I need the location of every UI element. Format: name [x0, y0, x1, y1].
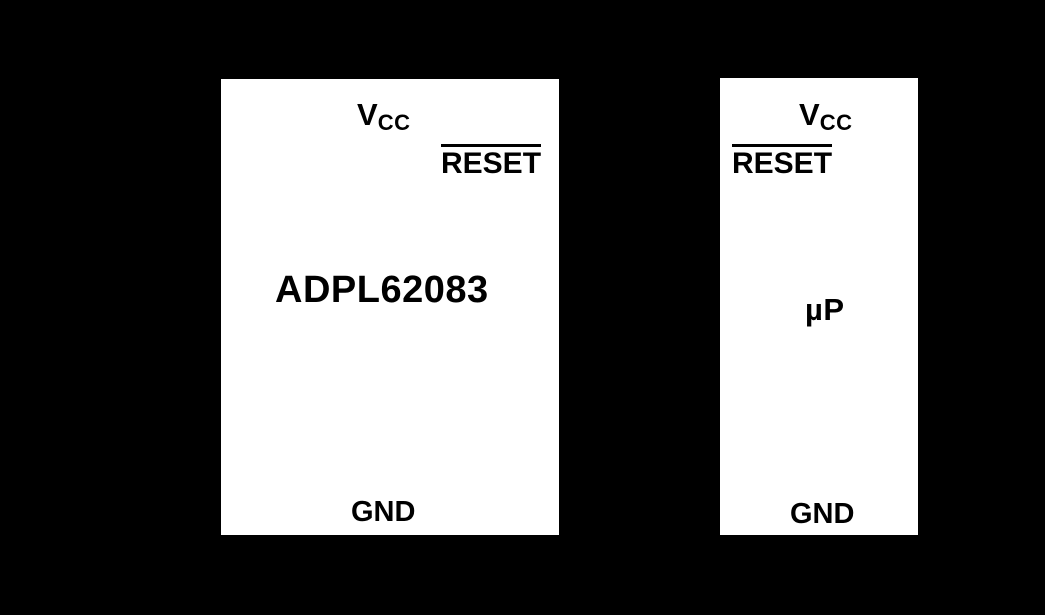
- overline-bar-icon: [441, 144, 542, 147]
- device-block-adpl62083: VCC RESET ADPL62083 GND: [221, 79, 559, 535]
- vcc-base-text: V: [357, 97, 378, 132]
- pin-label-gnd-adpl62083: GND: [351, 496, 416, 528]
- pin-label-reset-adpl62083: RESET: [441, 144, 542, 180]
- pin-label-vcc-adpl62083: VCC: [357, 97, 410, 134]
- pin-label-vcc-microprocessor: VCC: [799, 97, 852, 134]
- overline-bar-icon: [732, 144, 833, 147]
- pin-label-reset-microprocessor: RESET: [732, 144, 833, 180]
- reset-label-text: RESET: [441, 147, 542, 180]
- vcc-subscript-text: CC: [377, 110, 411, 135]
- vcc-subscript-text: CC: [819, 110, 853, 135]
- pin-label-gnd-microprocessor: GND: [790, 498, 855, 530]
- vcc-base-text: V: [799, 97, 820, 132]
- part-name-adpl62083: ADPL62083: [275, 269, 489, 311]
- part-name-microprocessor: µP: [805, 292, 845, 327]
- device-block-microprocessor: VCC RESET µP GND: [720, 78, 918, 535]
- reset-label-text: RESET: [732, 147, 833, 180]
